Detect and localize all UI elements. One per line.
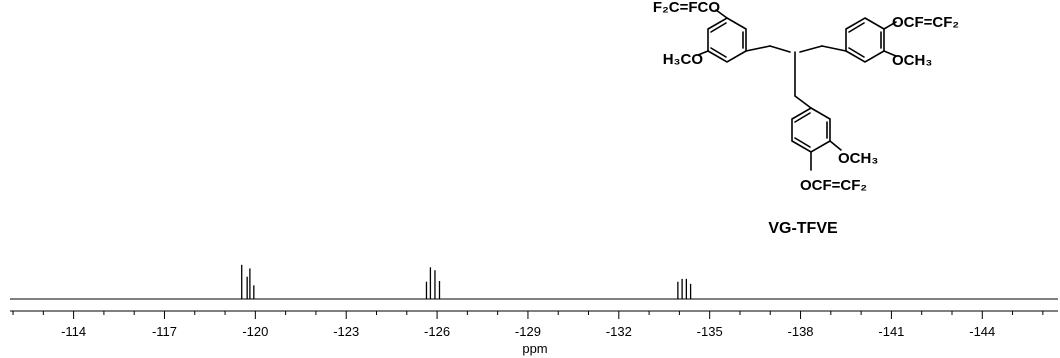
bond-top-left-ether xyxy=(715,9,728,19)
bond-center-link-a xyxy=(745,45,771,52)
bond-center-ring-b xyxy=(799,45,823,53)
label-top-right-ether: OCF=CF₂ xyxy=(892,14,959,31)
bond-bottom-methoxy xyxy=(829,140,842,151)
label-top-left-ether: F₂C=FCO xyxy=(653,0,720,16)
tick-label-135: -135 xyxy=(697,324,723,339)
label-right-methoxy: OCH₃ xyxy=(892,52,932,69)
ring-a-double-3 xyxy=(710,47,727,58)
tick-label-144: -144 xyxy=(969,324,995,339)
x-axis-tick-labels: -114 -117 -120 -123 -126 -129 -132 -135 -138 -141… xyxy=(61,324,995,339)
ring-a-double-1 xyxy=(710,22,727,33)
tick-label-114: -114 xyxy=(61,324,86,339)
tick-label-123: -123 xyxy=(333,324,359,339)
bond-center-ring-a xyxy=(769,45,791,53)
label-left-methoxy: H₃CO xyxy=(663,51,704,68)
ring-b-double-3 xyxy=(848,47,865,58)
ring-c-double-1 xyxy=(794,112,811,123)
tick-label-138: -138 xyxy=(788,324,814,339)
bond-center-link-b xyxy=(821,45,847,52)
tick-label-126: -126 xyxy=(424,324,450,339)
tick-label-129: -129 xyxy=(515,324,541,339)
ring-a xyxy=(707,17,747,63)
bond-center-link-c xyxy=(794,95,812,109)
tick-label-132: -132 xyxy=(606,324,632,339)
bond-top-right-ether xyxy=(883,21,897,30)
ring-b-double-1 xyxy=(848,22,865,33)
label-bottom-ether: OCF=CF₂ xyxy=(800,177,867,194)
x-axis: -114 -117 -120 -123 -126 -129 -132 -135 -138 -141… xyxy=(10,310,1058,356)
spectrum-plot xyxy=(10,264,1058,300)
label-bottom-methoxy: OCH₃ xyxy=(838,150,878,167)
bond-left-methoxy xyxy=(697,50,709,56)
tick-label-141: -141 xyxy=(878,324,904,339)
ring-c-double-3 xyxy=(794,137,811,148)
x-axis-label: ppm xyxy=(522,341,547,356)
ring-c xyxy=(791,107,831,153)
chemical-structure-vg-tfve: F₂C=FCO H₃CO OCF=CF₂ OCH₃ OCH₃ OCF=CF₂ V… xyxy=(653,0,959,237)
tick-label-117: -117 xyxy=(152,324,177,339)
tick-label-120: -120 xyxy=(242,324,268,339)
spectrum-peaks xyxy=(241,264,692,299)
bond-right-methoxy xyxy=(883,50,897,57)
compound-name: VG-TFVE xyxy=(768,220,838,237)
x-axis-ticks xyxy=(12,311,1044,319)
ring-b xyxy=(845,17,885,63)
